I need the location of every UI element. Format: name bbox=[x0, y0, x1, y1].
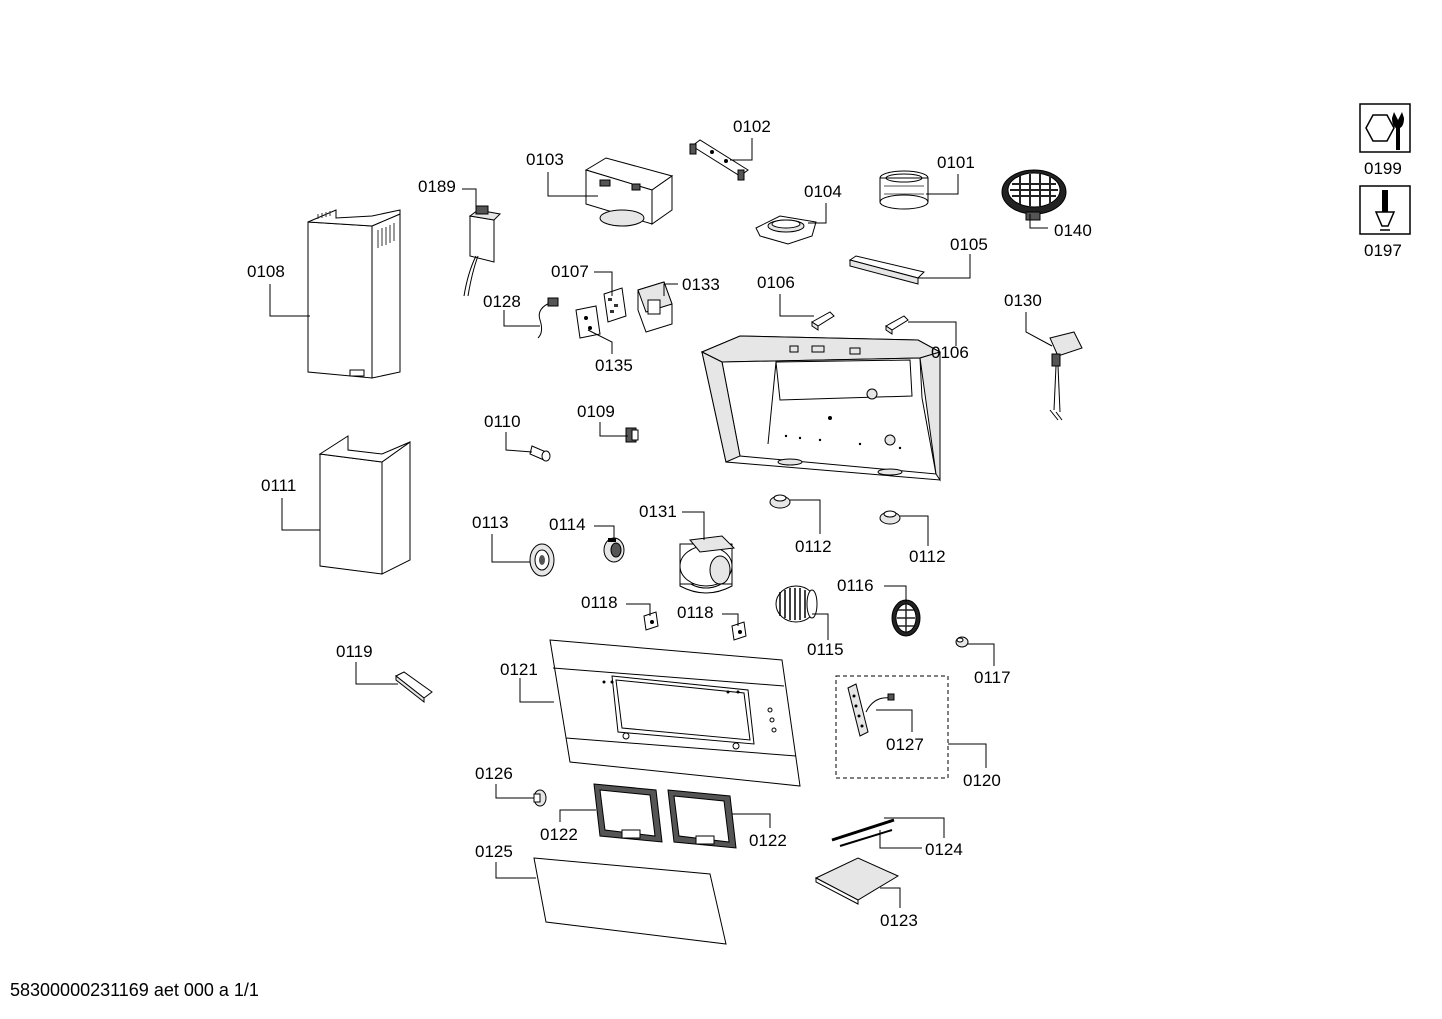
label-0106-a[interactable]: 0106 bbox=[757, 273, 795, 292]
label-0115[interactable]: 0115 bbox=[807, 640, 844, 659]
part-0104-flange bbox=[755, 215, 817, 245]
label-0123[interactable]: 0123 bbox=[880, 911, 918, 930]
label-0127[interactable]: 0128 bbox=[483, 292, 521, 311]
part-labels: 0108 0111 0189 0103 0102 0101 0104 0140 … bbox=[247, 117, 1092, 930]
part-0122-filter-a bbox=[593, 783, 663, 843]
label-0113[interactable]: 0113 bbox=[472, 513, 509, 532]
label-0112-a[interactable]: 0112 bbox=[795, 537, 832, 556]
part-0112-lamp-b bbox=[879, 510, 901, 525]
label-0108[interactable]: 0108 bbox=[247, 262, 285, 281]
label-0105[interactable]: 0105 bbox=[950, 235, 988, 254]
part-0107-board bbox=[603, 287, 627, 323]
part-0121-glass-panel bbox=[549, 639, 801, 787]
wrench-nut-icon bbox=[1365, 112, 1404, 150]
label-0120[interactable]: 0120 bbox=[963, 771, 1001, 790]
part-0101-collar bbox=[879, 170, 929, 210]
part-0110-pin bbox=[529, 445, 551, 462]
part-0115-impeller bbox=[775, 585, 818, 623]
label-0110[interactable]: 0110 bbox=[484, 412, 521, 431]
label-0107[interactable]: 0107 bbox=[551, 262, 589, 281]
label-0189[interactable]: 0189 bbox=[418, 177, 456, 196]
part-0105-cover-strip bbox=[848, 255, 925, 285]
label-0126[interactable]: 0127 bbox=[886, 735, 924, 754]
label-0118-a[interactable]: 0118 bbox=[581, 593, 618, 612]
part-0117-button bbox=[955, 636, 969, 648]
label-0125[interactable]: 0126 bbox=[475, 764, 513, 783]
label-0109[interactable]: 0109 bbox=[577, 402, 615, 421]
part-0106-clip-b bbox=[885, 315, 909, 335]
part-0140-grille bbox=[1001, 169, 1067, 221]
label-0128[interactable]: 0130 bbox=[1004, 291, 1042, 310]
hood-body bbox=[700, 335, 942, 482]
part-0113-cover bbox=[529, 543, 555, 577]
label-0101[interactable]: 0101 bbox=[937, 153, 975, 172]
part-0133-module-box bbox=[637, 281, 673, 333]
label-0111[interactable]: 0111 bbox=[261, 476, 296, 495]
part-0130-rods bbox=[831, 818, 895, 847]
part-0112-lamp-a bbox=[769, 494, 791, 509]
leader-lines bbox=[269, 138, 1053, 908]
label-0117[interactable]: 0117 bbox=[974, 668, 1011, 687]
part-0111-chimney-lower bbox=[318, 435, 411, 575]
document-footer: 58300000231169 aet 000 a 1/1 bbox=[10, 980, 259, 1000]
label-0112-b[interactable]: 0112 bbox=[909, 547, 946, 566]
part-0135-board bbox=[575, 305, 601, 339]
tool-0199-label: 0199 bbox=[1364, 159, 1402, 178]
part-0128-power-plug bbox=[1049, 331, 1083, 421]
label-0104[interactable]: 0104 bbox=[804, 182, 842, 201]
label-0102[interactable]: 0102 bbox=[733, 117, 771, 136]
label-0140[interactable]: 0140 bbox=[1054, 221, 1092, 240]
part-0127-cable bbox=[537, 297, 559, 339]
label-0135[interactable]: 0135 bbox=[595, 356, 633, 375]
part-0126-led-bar bbox=[847, 683, 895, 737]
part-0123-filter-pad bbox=[814, 857, 900, 905]
part-0120-kit-box bbox=[835, 675, 949, 779]
part-0118-clip-a bbox=[643, 611, 659, 631]
part-0116-guard bbox=[891, 599, 921, 637]
label-0106-b[interactable]: 0106 bbox=[931, 343, 969, 362]
part-0189-transformer bbox=[463, 205, 502, 297]
part-0119-bracket bbox=[395, 671, 433, 704]
part-0114-motor-part bbox=[603, 537, 625, 563]
part-0106-clip-a bbox=[811, 311, 835, 331]
label-0116[interactable]: 0116 bbox=[837, 576, 874, 595]
tool-0197-label: 0197 bbox=[1364, 241, 1402, 260]
part-0122-filter-b bbox=[667, 789, 737, 849]
part-0108-chimney-upper bbox=[307, 209, 401, 379]
label-0133[interactable]: 0133 bbox=[682, 275, 720, 294]
part-0102-bracket bbox=[689, 139, 749, 181]
label-0130[interactable]: 0124 bbox=[925, 840, 963, 859]
tool-0199[interactable]: 0199 bbox=[1359, 103, 1411, 178]
label-0124[interactable]: 0125 bbox=[475, 842, 513, 861]
part-0125-knob bbox=[533, 789, 547, 807]
label-0131[interactable]: 0131 bbox=[639, 502, 677, 521]
tool-0197[interactable]: 0197 bbox=[1359, 185, 1411, 260]
label-0122-b[interactable]: 0122 bbox=[749, 831, 787, 850]
part-0118-clip-b bbox=[731, 621, 747, 641]
label-0103[interactable]: 0103 bbox=[526, 150, 564, 169]
label-0114[interactable]: 0114 bbox=[549, 515, 586, 534]
screwdriver-icon bbox=[1374, 190, 1396, 231]
label-0122-a[interactable]: 0122 bbox=[540, 825, 578, 844]
label-0119[interactable]: 0119 bbox=[336, 642, 373, 661]
part-0109-knob bbox=[625, 427, 639, 443]
label-0121[interactable]: 0121 bbox=[500, 660, 538, 679]
label-0118-b[interactable]: 0118 bbox=[677, 603, 714, 622]
part-0124-glass bbox=[533, 857, 727, 945]
part-0103-housing bbox=[584, 157, 674, 227]
part-0131-blower-housing bbox=[679, 535, 736, 594]
